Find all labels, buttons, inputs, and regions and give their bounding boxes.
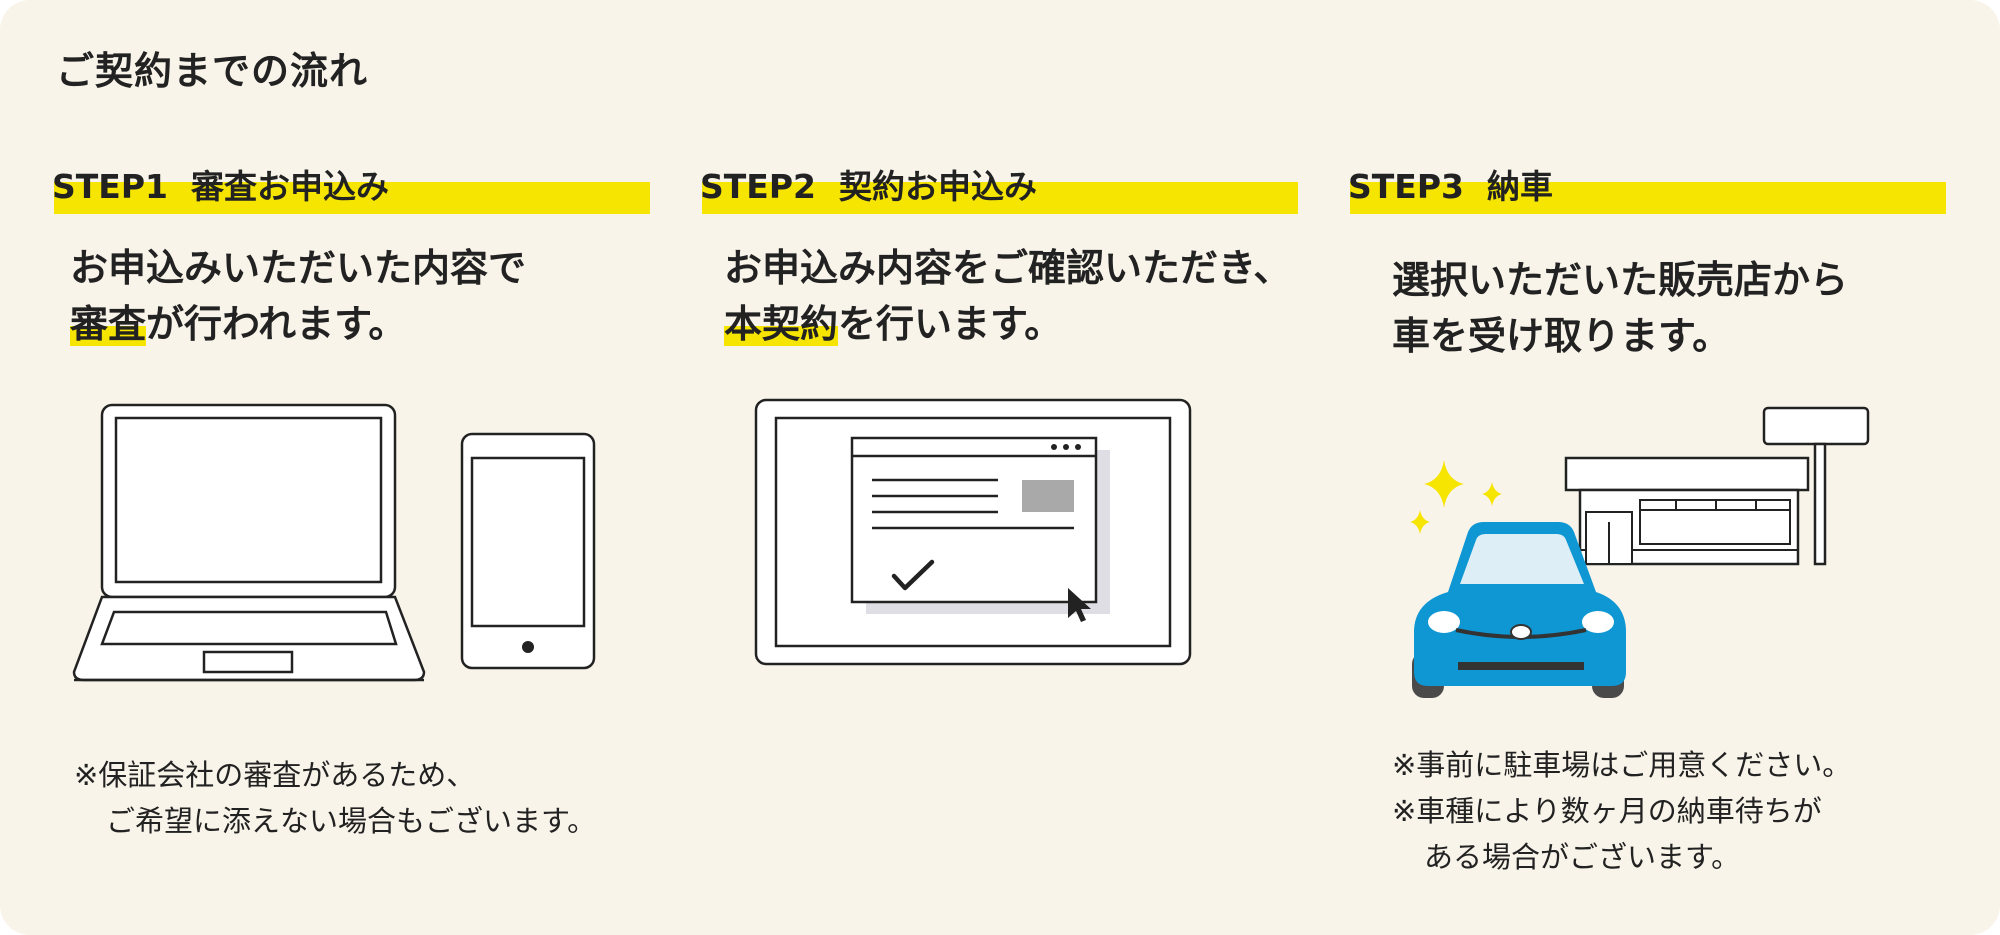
- checkmark-icon: [891, 559, 935, 591]
- tablet-form-icon: [754, 398, 1192, 666]
- dealership-icon: [1564, 406, 1870, 566]
- step-3-note-2-line2: ある場合がございます。: [1424, 840, 1741, 874]
- step-3-heading: STEP3 納車: [1348, 160, 1946, 214]
- step-2: STEP2 契約お申込み お申込み内容をご確認いただき、 本契約を行います。: [700, 160, 1300, 920]
- step-2-heading-text: STEP2 契約お申込み: [700, 167, 1037, 206]
- step-3-notes: ※事前に駐車場はご用意ください。 ※車種により数ヶ月の納車待ちが ある場合がござ…: [1392, 742, 1851, 880]
- heading-highlight-bar: [54, 182, 650, 214]
- step-3-note-2-line1: ※車種により数ヶ月の納車待ちが: [1392, 794, 1822, 828]
- step-2-lead-line1: お申込み内容をご確認いただき、: [724, 246, 1292, 290]
- step-2-heading: STEP2 契約お申込み: [700, 160, 1298, 214]
- step-1-lead-line2: 審査が行われます。: [70, 296, 526, 352]
- sparkle-icon: [1410, 460, 1502, 534]
- step-1-note: ※保証会社の審査があるため、 ご希望に添えない場合もございます。: [74, 752, 596, 844]
- step-1-note-line1: ※保証会社の審査があるため、: [74, 758, 476, 792]
- step-2-lead: お申込み内容をご確認いただき、 本契約を行います。: [724, 240, 1291, 352]
- step-1-heading: STEP1 審査お申込み: [52, 160, 650, 214]
- step-2-lead-rest: を行います。: [838, 302, 1063, 346]
- step-3-lead-line2: 車を受け取ります。: [1392, 314, 1731, 358]
- step-1-lead-rest: が行われます。: [146, 302, 407, 346]
- step-1-lead-highlight: 審査: [70, 302, 147, 346]
- step-2-lead-line2: 本契約を行います。: [724, 296, 1291, 352]
- laptop-icon: [72, 403, 426, 682]
- step-2-lead-highlight: 本契約: [724, 302, 839, 346]
- step-3-note-1: ※事前に駐車場はご用意ください。: [1392, 748, 1852, 782]
- step-1: STEP1 審査お申込み お申込みいただいた内容で 審査が行われます。 ※保証会…: [52, 160, 652, 920]
- car-icon: [1412, 522, 1626, 698]
- heading-highlight-bar: [1350, 182, 1946, 214]
- smartphone-icon: [460, 432, 596, 670]
- step-1-note-line2: ご希望に添えない場合もございます。: [106, 804, 597, 838]
- heading-highlight-bar: [702, 182, 1298, 214]
- cursor-icon: [700, 160, 701, 161]
- step-3-heading-text: STEP3 納車: [1348, 167, 1553, 206]
- step-3-lead: 選択いただいた販売店から 車を受け取ります。: [1392, 252, 1848, 364]
- step-1-heading-text: STEP1 審査お申込み: [52, 167, 389, 206]
- step-1-lead-line1: お申込みいただいた内容で: [70, 246, 527, 290]
- page-title: ご契約までの流れ: [56, 49, 369, 93]
- step-3-lead-line1: 選択いただいた販売店から: [1392, 258, 1849, 302]
- step-3: STEP3 納車 選択いただいた販売店から 車を受け取ります。: [1348, 160, 1948, 920]
- step-1-lead: お申込みいただいた内容で 審査が行われます。: [70, 240, 526, 352]
